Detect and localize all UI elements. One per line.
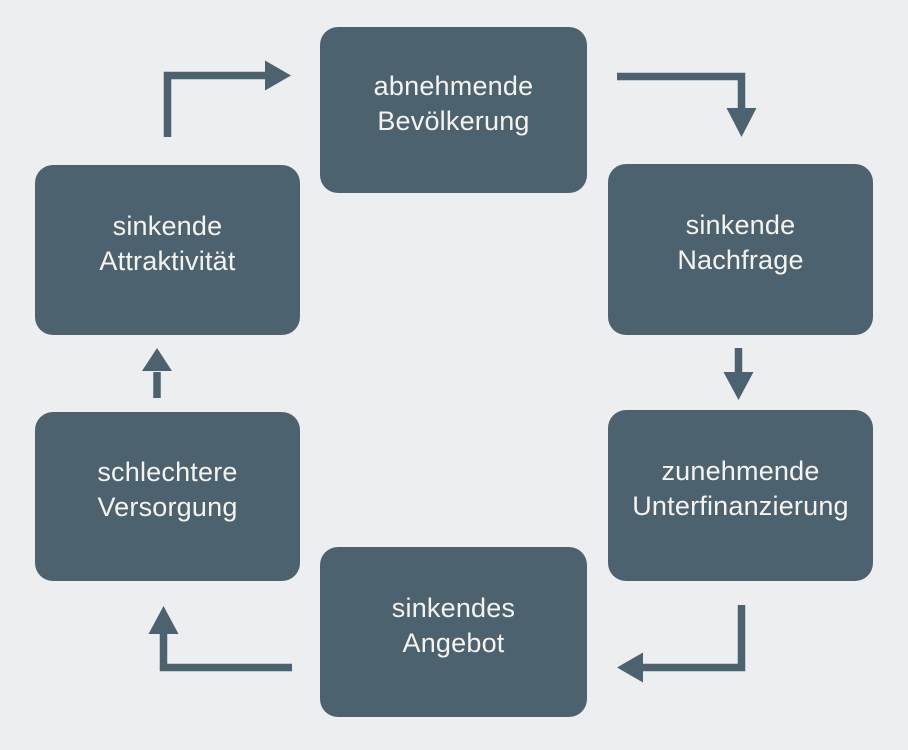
node-label-line: sinkendes: [391, 592, 516, 623]
arrow-unterfinanzierung-to-angebot-icon: [617, 605, 746, 683]
node-sinkendes-angebot: sinkendes Angebot: [320, 547, 587, 717]
node-sinkende-nachfrage: sinkende Nachfrage: [608, 164, 873, 335]
arrow-bevoelkerung-to-nachfrage-icon: [617, 72, 757, 137]
arrow-nachfrage-to-unterfinanzierung-icon: [723, 348, 754, 400]
node-label-line: abnehmende: [373, 70, 534, 101]
node-schlechtere-versorgung: schlechtere Versorgung: [35, 412, 300, 581]
node-label-line: Nachfrage: [677, 245, 804, 275]
node-label-line: Versorgung: [97, 492, 238, 522]
arrow-angebot-to-versorgung-icon: [148, 606, 292, 672]
node-sinkende-attraktivitaet: sinkende Attraktivität: [35, 165, 300, 335]
node-label-line: Unterfinanzierung: [632, 491, 849, 521]
node-label-line: Attraktivität: [99, 245, 236, 276]
node-abnehmende-bevoelkerung: abnehmende Bevölkerung: [320, 27, 587, 193]
node-label-line: sinkende: [112, 210, 223, 241]
arrow-versorgung-to-attraktivitaet-icon: [142, 348, 172, 398]
node-label-line: Bevölkerung: [377, 105, 530, 136]
node-label-line: Angebot: [402, 627, 505, 658]
arrow-attraktivitaet-to-bevoelkerung-icon: [163, 60, 291, 137]
node-label-line: sinkende: [685, 210, 796, 240]
node-zunehmende-unterfinanzierung: zunehmende Unterfinanzierung: [608, 410, 873, 581]
node-label-line: schlechtere: [97, 457, 238, 487]
node-label-line: zunehmende: [661, 456, 820, 486]
